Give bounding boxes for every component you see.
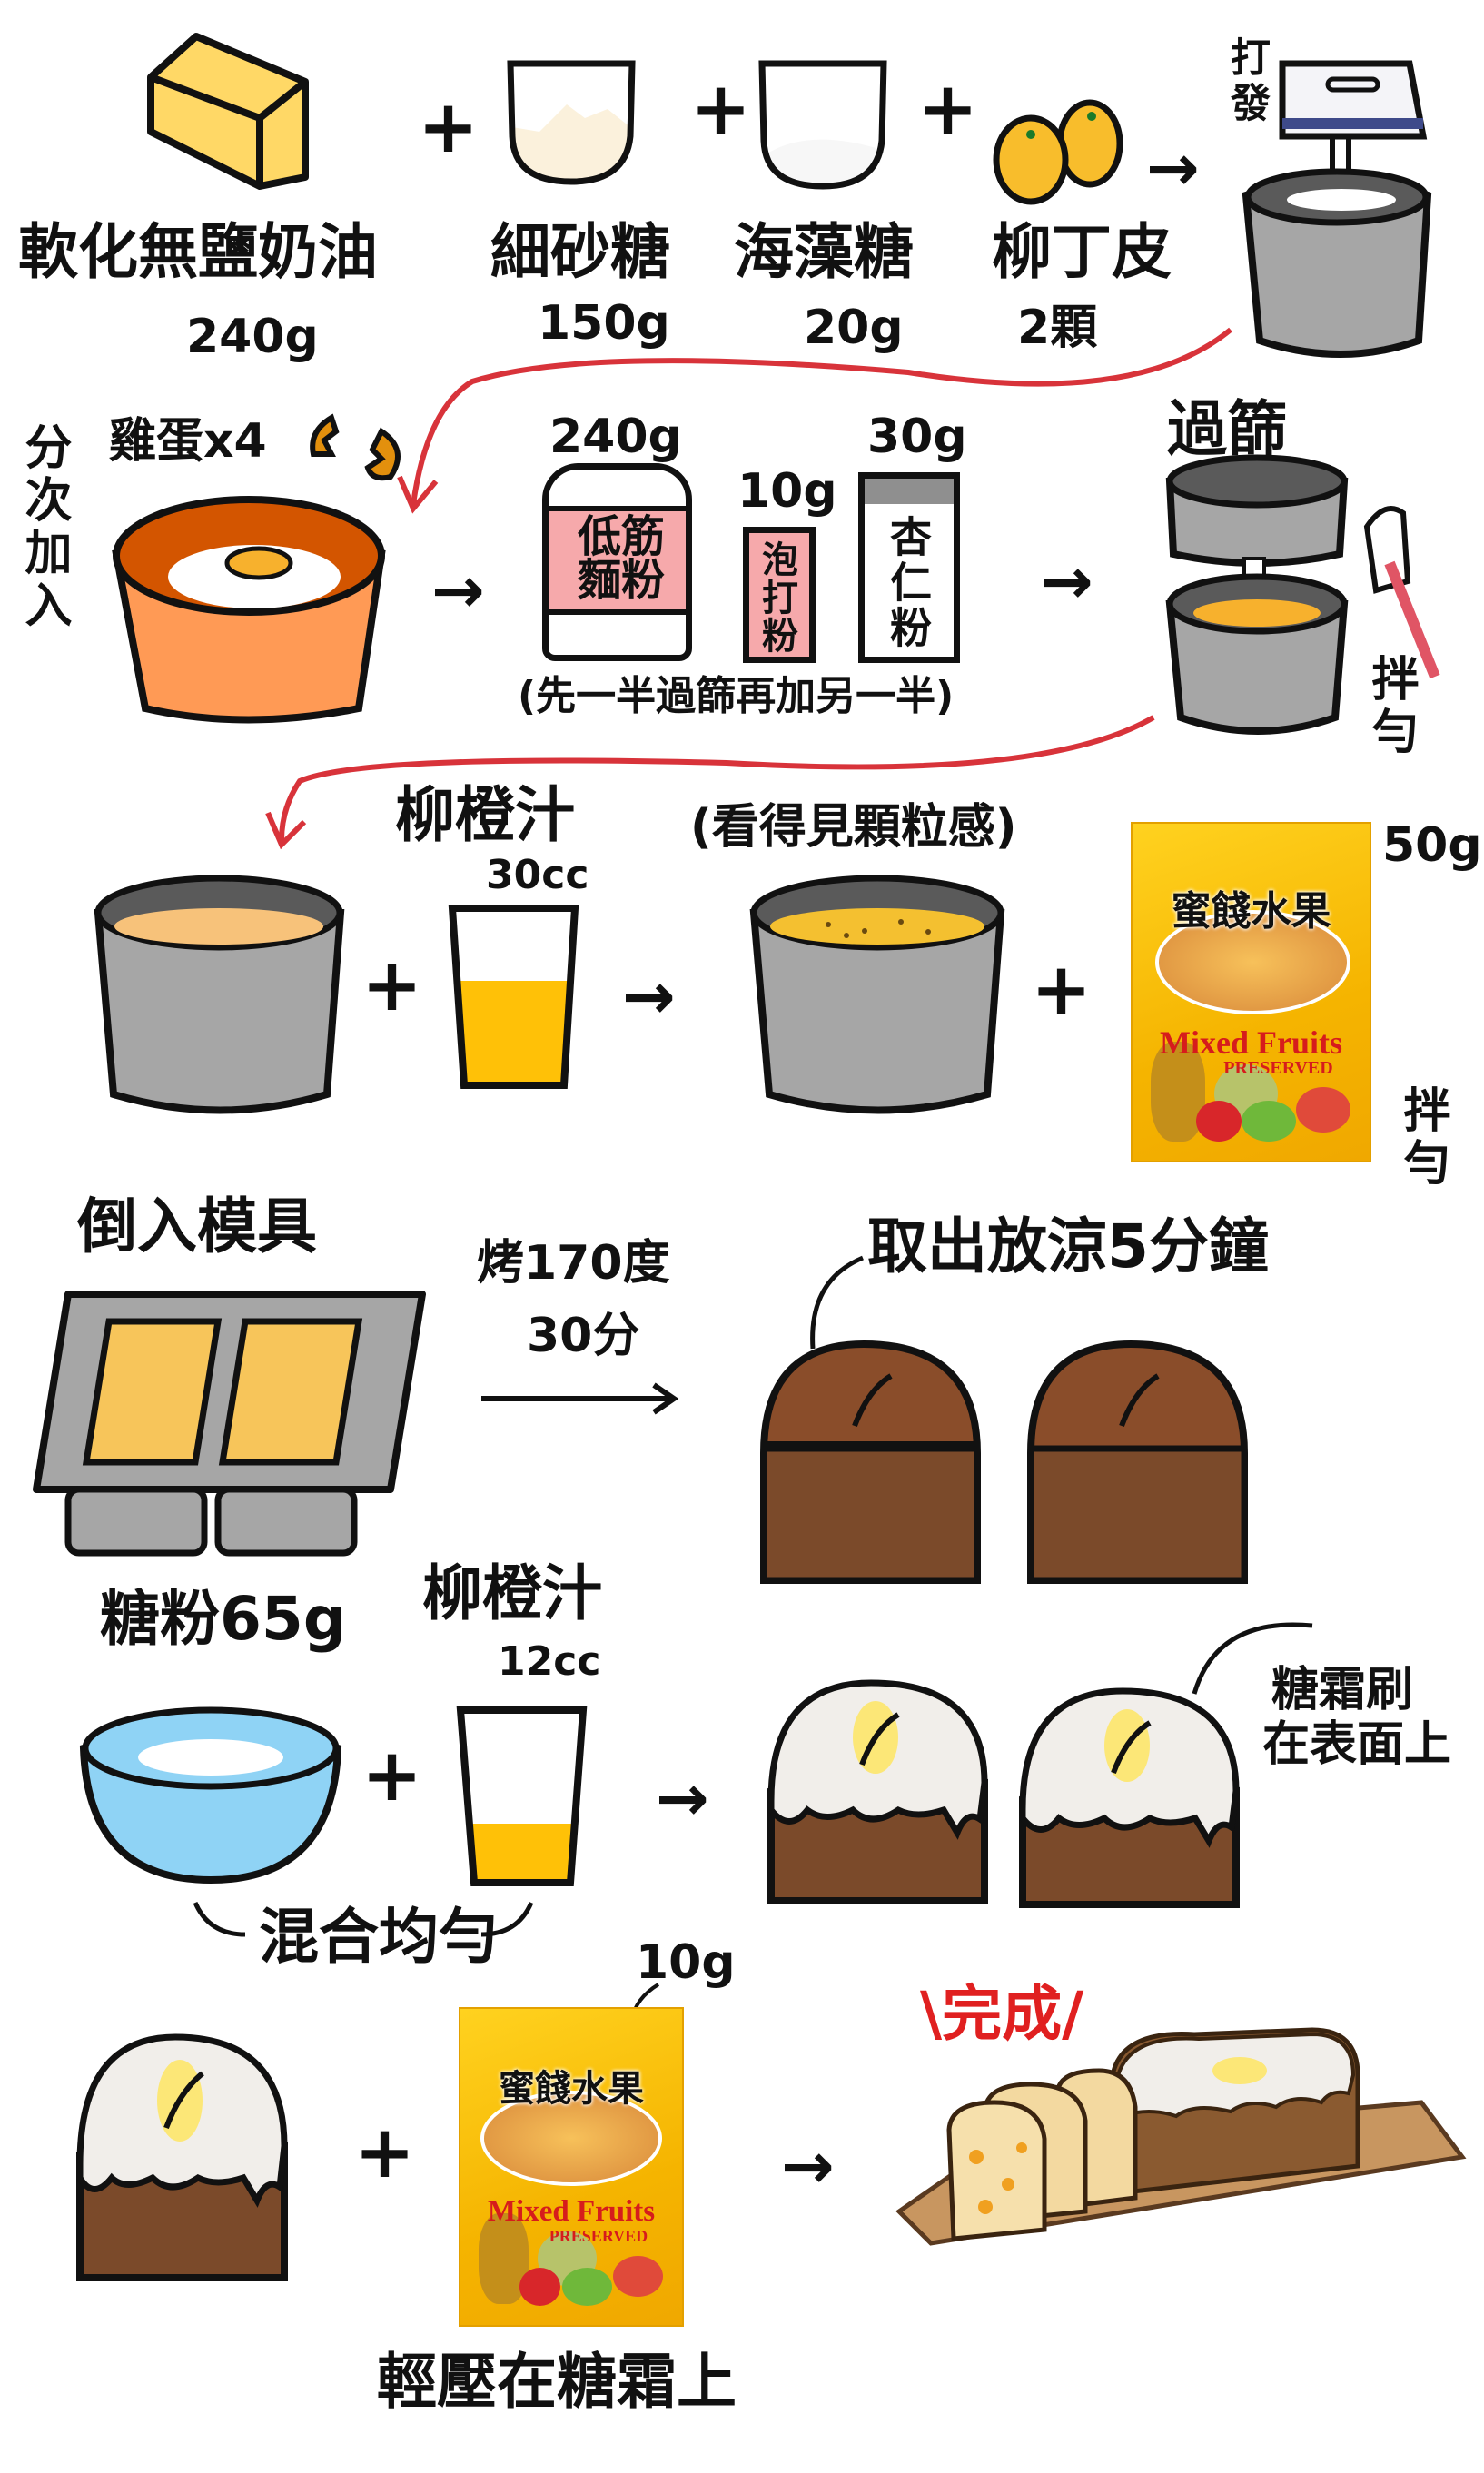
- package-english-title: Mixed Fruits: [1160, 1024, 1342, 1061]
- arrow-right: →: [431, 553, 485, 628]
- plus-sign: +: [917, 66, 979, 151]
- powdered-sugar-label: 糖粉65g: [100, 1584, 347, 1654]
- preserved-fruit-package: 蜜餞水果 Mixed Fruits PRESERVED: [459, 2007, 684, 2327]
- iced-cake-icon: [1019, 1687, 1240, 1908]
- arrow-right: →: [1146, 131, 1200, 205]
- eggs-label: 雞蛋x4: [109, 414, 267, 469]
- mix-label: 拌勻: [1395, 1085, 1449, 1191]
- bake-temperature: 烤170度: [477, 1236, 670, 1291]
- baking-powder-amount: 10g: [737, 464, 837, 519]
- preserved-fruit-package: 蜜餞水果 Mixed Fruits PRESERVED: [1131, 822, 1371, 1162]
- orange-juice-amount: 12cc: [498, 1638, 601, 1685]
- butter-illustration: [147, 33, 309, 190]
- almond-flour-label: 杏仁粉: [884, 515, 933, 651]
- plus-sign: +: [1031, 947, 1093, 1032]
- arrow-right: →: [1040, 544, 1093, 618]
- plus-sign: +: [418, 84, 480, 169]
- texture-note: (看得見顆粒感): [690, 800, 1017, 855]
- arrow-right: →: [656, 1761, 709, 1835]
- iced-cake-icon: [767, 1679, 988, 1904]
- sift-label: 過篩: [1167, 394, 1287, 464]
- callout-hook: [810, 1255, 864, 1350]
- mix-label: 拌勻: [1363, 654, 1418, 759]
- juice-glass-icon: [456, 1706, 588, 1886]
- trehalose-cup-icon: [758, 60, 887, 190]
- long-arrow: [481, 1382, 679, 1415]
- package-english-subtitle: PRESERVED: [549, 2227, 648, 2245]
- cake-flour-amount: 240g: [549, 410, 682, 464]
- cake-flour-bag: 低筋麵粉: [542, 463, 692, 661]
- loaf-mold-icon: [33, 1291, 426, 1557]
- package-title: 蜜餞水果: [1171, 888, 1331, 935]
- brush-instruction-line1: 糖霜刷: [1271, 1663, 1414, 1717]
- trehalose-label: 海藻糖: [734, 217, 914, 287]
- eggshell-icon: [310, 413, 401, 481]
- mixer-bowl-icon: [1242, 60, 1432, 358]
- sugar-cup-icon: [507, 60, 636, 185]
- baked-cake-icon: [760, 1340, 981, 1584]
- almond-flour-box: 杏仁粉: [858, 472, 960, 663]
- baking-powder-box: 泡打粉: [743, 527, 816, 663]
- press-instruction: 輕壓在糖霜上: [377, 2347, 737, 2417]
- bracket-line: [193, 1901, 534, 1937]
- package-english-subtitle: PRESERVED: [1223, 1058, 1333, 1078]
- oranges-icon: [993, 99, 1123, 205]
- orange-peel-label: 柳丁皮: [992, 217, 1172, 287]
- mixed-batter-bowl-icon: [749, 875, 1005, 1114]
- batter-bowl-icon: [94, 875, 345, 1114]
- red-flow-curve: [265, 327, 1232, 850]
- baked-cake-icon: [1027, 1340, 1248, 1584]
- sugar-amount: 150g: [538, 296, 670, 351]
- plus-sign: +: [354, 2110, 416, 2194]
- package-english-title: Mixed Fruits: [487, 2195, 656, 2228]
- add-gradually-label: 分次加入: [16, 422, 71, 633]
- cool-label: 取出放涼5分鐘: [867, 1212, 1269, 1281]
- finished-cake-icon: [895, 2027, 1467, 2246]
- sift-note: (先一半過篩再加另一半): [518, 673, 955, 719]
- package-title: 蜜餞水果: [499, 2068, 644, 2110]
- arrow-right: →: [622, 959, 676, 1034]
- butter-amount: 240g: [186, 310, 319, 364]
- orange-juice-label: 柳橙汁: [395, 780, 575, 850]
- done-label: \完成/: [920, 1979, 1084, 2049]
- callout-arc: [1192, 1622, 1313, 1695]
- fruit-amount: 50g: [1382, 818, 1482, 873]
- cake-flour-label: 低筋麵粉: [577, 511, 665, 606]
- orange-peel-amount: 2顆: [1017, 301, 1098, 355]
- pour-mold-label: 倒入模具: [77, 1192, 317, 1261]
- almond-flour-amount: 30g: [867, 410, 967, 464]
- orange-juice-label: 柳橙汁: [422, 1558, 602, 1628]
- topping-fruit-amount: 10g: [636, 1935, 736, 1990]
- plus-sign: +: [361, 1733, 423, 1817]
- whip-label: 打發: [1223, 36, 1270, 127]
- blue-bowl-icon: [79, 1706, 342, 1884]
- arrow-right: →: [781, 2129, 835, 2203]
- juice-glass-icon: [448, 905, 579, 1089]
- sieve-bowl-icon: [1165, 454, 1349, 735]
- plus-sign: +: [690, 66, 752, 151]
- butter-label: 軟化無鹽奶油: [18, 217, 378, 287]
- brush-instruction-line2: 在表面上: [1262, 1717, 1452, 1772]
- baking-powder-label: 泡打粉: [756, 540, 797, 655]
- trehalose-amount: 20g: [804, 301, 904, 355]
- plus-sign: +: [361, 943, 423, 1027]
- orange-juice-amount: 30cc: [486, 852, 589, 898]
- sugar-label: 細砂糖: [490, 217, 670, 287]
- bake-time: 30分: [527, 1309, 640, 1363]
- iced-cake-icon: [76, 2033, 288, 2281]
- mix-evenly-label: 混合均勻: [259, 1902, 499, 1972]
- egg-bowl-icon: [112, 496, 386, 724]
- spatula-icon: [1363, 506, 1440, 679]
